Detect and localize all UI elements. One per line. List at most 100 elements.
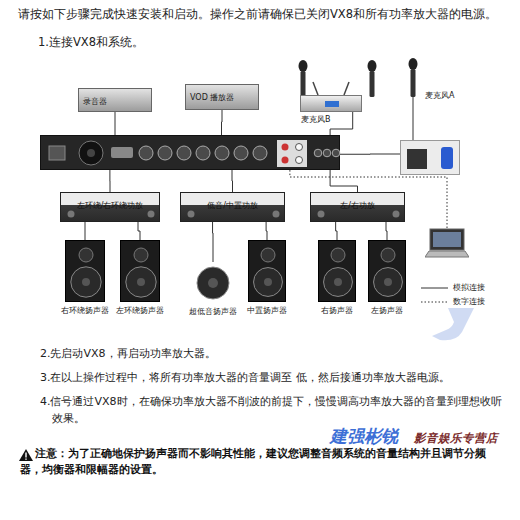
- xlr-port: [158, 146, 172, 160]
- db-port: [111, 147, 133, 158]
- receiver-display: [325, 101, 339, 107]
- cable-line: [336, 222, 337, 240]
- device-graphic: [369, 241, 407, 303]
- laptop-display: [433, 232, 461, 247]
- device-label: 超低音扬声器: [189, 307, 237, 317]
- woofer: [197, 267, 229, 299]
- xlr-port: [253, 146, 267, 160]
- xlr-port: [215, 146, 229, 160]
- amp-knob: [393, 211, 400, 218]
- woofer-cap: [82, 278, 90, 286]
- fan-hub: [87, 149, 95, 157]
- speaker: 中置扬声器: [248, 240, 286, 302]
- vod-player: VOD 播放器: [185, 84, 259, 110]
- device-graphic: [41, 136, 341, 171]
- vx8-processor: [40, 135, 340, 170]
- xlr-port: [323, 149, 331, 157]
- cable-line: [386, 222, 387, 240]
- legend-text: 模拟连接: [453, 282, 485, 293]
- step-text: 4.信号通过VX8时，在确保功率放大器不削波的前提下，慢慢调高功率放大器的音量到…: [40, 394, 502, 427]
- speaker: 左环绕扬声器: [120, 240, 160, 302]
- device-label: 左/右功放: [340, 201, 375, 211]
- device-graphic: [319, 241, 357, 303]
- mic-cable: [413, 97, 414, 140]
- device-label: 麦克风B: [301, 115, 331, 125]
- woofer-cap: [208, 278, 218, 288]
- rca-port: [296, 157, 303, 164]
- device-label: 中置扬声器: [247, 306, 287, 316]
- watermark-logo: [432, 308, 474, 340]
- device-graphic: [249, 241, 287, 303]
- tweeter: [261, 248, 275, 262]
- note-text: 注意：为了正确地保护扬声器而不影响其性能，建议您调整音频系统的音量结构并且调节分…: [20, 446, 504, 478]
- device-label: 右扬声器: [321, 306, 353, 316]
- woofer: [374, 268, 403, 297]
- woofer-cap: [137, 278, 145, 286]
- legend-row: 模拟连接: [420, 282, 485, 293]
- tweeter: [331, 248, 345, 262]
- cable-line: [85, 222, 86, 240]
- power-amplifier: 左环绕/右环绕功放: [60, 192, 160, 222]
- wallbox-knob: [441, 147, 453, 169]
- cable-line: [109, 170, 110, 192]
- rca-port: [282, 157, 289, 164]
- amp-knob: [148, 211, 155, 218]
- woofer: [254, 268, 283, 297]
- speaker: 左扬声器: [368, 240, 406, 302]
- laptop-screen: [430, 229, 464, 250]
- tweeter: [134, 248, 148, 262]
- warning-icon: [19, 449, 33, 461]
- watermark-text: 影音娱乐专营店: [414, 430, 514, 447]
- wireless-receiver: 麦克风B: [300, 95, 362, 112]
- mic-input-box: 麦克风A: [400, 140, 460, 175]
- woofer-cap: [384, 278, 392, 286]
- xlr-port: [332, 149, 340, 157]
- legend-text: 数字连接: [453, 296, 485, 307]
- xlr-port: [234, 146, 248, 160]
- xlr-port: [139, 146, 153, 160]
- power-amplifier: 左/右功放: [310, 192, 405, 222]
- woofer: [71, 267, 101, 297]
- mic-handle: [301, 71, 306, 97]
- legend-line: [421, 301, 448, 302]
- speaker: 右扬声器: [318, 240, 356, 302]
- amp-knob: [188, 211, 195, 218]
- step-text: 3.在以上操作过程中，将所有功率放大器的音量调至 低，然后接通功率放大器电源。: [40, 370, 500, 387]
- mic-head: [299, 60, 308, 72]
- subwoofer: 超低音扬声器: [188, 262, 238, 304]
- cable-line: [330, 170, 357, 192]
- amp-knob: [318, 211, 325, 218]
- cable-line: [232, 170, 234, 192]
- antenna: [344, 82, 349, 95]
- tweeter: [381, 248, 395, 262]
- legend-row: 数字连接: [420, 296, 485, 307]
- woofer-cap: [334, 278, 342, 286]
- cable-line: [266, 222, 268, 240]
- device-label: 录音器: [83, 97, 107, 107]
- device-label: 右环绕扬声器: [61, 306, 109, 316]
- cable-line: [340, 154, 400, 155]
- device-label: 低音/中置功放: [207, 201, 258, 211]
- device-graphic: [66, 241, 106, 303]
- cable-line: [290, 170, 447, 228]
- rca-panel: [277, 140, 307, 167]
- cable-line: [212, 222, 213, 262]
- watermark-text: 建强彬锐: [330, 424, 420, 450]
- fan: [79, 141, 103, 165]
- cable-line: [330, 112, 353, 135]
- warning-mark: [25, 453, 26, 458]
- woofer-cap: [264, 278, 272, 286]
- device-graphic: [301, 96, 363, 113]
- amp-knob: [273, 211, 280, 218]
- legend-sample: [420, 297, 450, 307]
- device-graphic: [401, 141, 461, 176]
- xlr-port: [196, 146, 210, 160]
- warning-mark: [25, 459, 26, 460]
- intro-text: 请按如下步骤完成快速安装和启动。操作之前请确保已关闭VX8和所有功率放大器的电源…: [18, 6, 514, 23]
- cable-line: [221, 110, 223, 135]
- speaker: 右环绕扬声器: [65, 240, 105, 302]
- legend-sample: [420, 283, 450, 293]
- power-inlet: [49, 146, 65, 160]
